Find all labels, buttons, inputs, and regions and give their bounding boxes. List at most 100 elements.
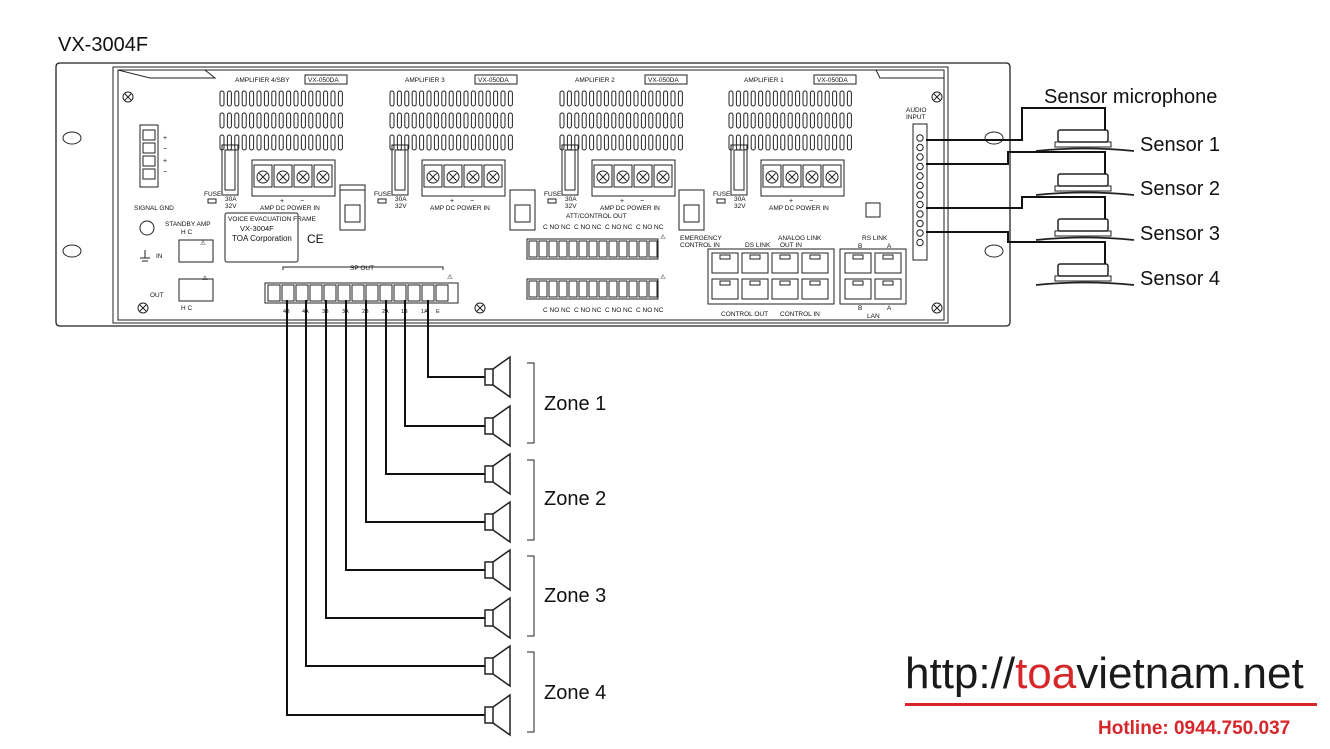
sp-terminal-label: E <box>436 309 440 315</box>
screw-icon <box>276 170 290 184</box>
screw-icon <box>486 170 500 184</box>
website-underline <box>905 703 1317 706</box>
sp-out-label: SP OUT <box>350 265 374 272</box>
rj45-port[interactable] <box>801 252 829 274</box>
amp-power-label: AMP DC POWER IN <box>260 205 320 212</box>
svg-text:32V: 32V <box>565 203 577 210</box>
screw-icon <box>805 170 819 184</box>
rj45-port[interactable] <box>874 252 902 274</box>
rj45-port[interactable] <box>711 252 739 274</box>
zone-1: Zone 1 <box>527 362 606 444</box>
svg-text:CONTROL IN: CONTROL IN <box>680 242 720 249</box>
left-section: + − + − SIGNAL GND STANDBY AMP H C IN ⚠ … <box>134 124 324 312</box>
control-out-label: CONTROL OUT <box>721 311 768 318</box>
amp-power-terminal[interactable] <box>760 159 845 197</box>
standby-in-label: IN <box>156 253 163 260</box>
screw-icon <box>636 170 650 184</box>
rj45-port[interactable] <box>844 278 872 300</box>
svg-text:−: − <box>809 198 813 205</box>
svg-text:C NO NC: C NO NC <box>574 307 602 314</box>
amp-power-terminal[interactable] <box>591 159 676 197</box>
standby-in-terminal[interactable] <box>178 239 214 263</box>
rj45-port[interactable] <box>801 278 829 300</box>
svg-text:C NO NC: C NO NC <box>574 224 602 231</box>
screw-icon <box>296 170 310 184</box>
ground-clip-icon <box>865 202 881 218</box>
zone-label: Zone 4 <box>544 682 606 704</box>
svg-text:VOICE EVACUATION FRAME: VOICE EVACUATION FRAME <box>228 216 317 223</box>
svg-text:−: − <box>163 169 167 176</box>
warning-icon: ⚠ <box>660 273 666 281</box>
emergency-control-label: EMERGENCY <box>680 235 723 242</box>
speaker-wire <box>365 300 485 523</box>
amplifier-model: VX-050DA <box>648 77 679 84</box>
speaker-icon <box>484 693 511 737</box>
screw-icon <box>931 302 943 314</box>
sensor-3: Sensor 3 <box>926 196 1220 245</box>
signal-gnd-label: SIGNAL GND <box>134 205 174 212</box>
warning-icon: ⚠ <box>660 233 666 241</box>
lan-label: LAN <box>867 313 880 320</box>
speaker-icon <box>484 596 511 640</box>
diagram-title: VX-3004F <box>58 34 148 56</box>
sensor-wire <box>926 151 1106 174</box>
att-control-terminal-upper[interactable] <box>526 238 659 260</box>
sensor-wire <box>926 196 1106 219</box>
rack-hole-icon <box>984 131 1004 145</box>
warning-icon: ⚠ <box>447 273 453 281</box>
rj45-port[interactable] <box>741 278 769 300</box>
screw-icon <box>446 170 460 184</box>
svg-text:C NO NC: C NO NC <box>636 224 664 231</box>
rj45-port[interactable] <box>771 278 799 300</box>
website-url[interactable]: http://toavietnam.net <box>905 649 1304 698</box>
amp-power-label: AMP DC POWER IN <box>430 205 490 212</box>
svg-text:B: B <box>858 243 862 250</box>
screw-icon <box>474 302 486 314</box>
speaker-icon <box>484 548 511 592</box>
svg-text:30A: 30A <box>225 196 237 203</box>
zone-label: Zone 1 <box>544 393 606 415</box>
standby-amp-label: STANDBY AMP <box>165 221 211 228</box>
amplifier-model: VX-050DA <box>308 77 339 84</box>
sensor-4: Sensor 4 <box>926 231 1220 290</box>
amp-power-terminal[interactable] <box>251 159 336 197</box>
screw-icon <box>616 170 630 184</box>
svg-text:−: − <box>640 198 644 205</box>
rj45-port[interactable] <box>771 252 799 274</box>
att-control-out: ATT/CONTROL OUT C NO NC C NO NC C NO NC … <box>526 213 666 314</box>
speaker-wire <box>385 300 485 475</box>
screw-icon <box>931 91 943 103</box>
svg-text:+: + <box>620 198 624 205</box>
sp-terminal-label: 1A <box>421 309 428 315</box>
svg-text:H C: H C <box>181 305 193 312</box>
screw-icon <box>256 170 270 184</box>
speaker-icon <box>484 644 511 688</box>
rj45-port[interactable] <box>844 252 872 274</box>
svg-text:+: + <box>163 135 167 142</box>
fuse-label: FUSE <box>374 191 392 198</box>
amp-power-terminal[interactable] <box>421 159 506 197</box>
rack-hole-icon <box>62 131 82 145</box>
rj45-port[interactable] <box>741 252 769 274</box>
screw-icon <box>316 170 330 184</box>
screw-icon <box>765 170 779 184</box>
svg-text:+: + <box>280 198 284 205</box>
svg-text:TOA Corporation: TOA Corporation <box>232 234 292 243</box>
amplifier-label: AMPLIFIER 2 <box>575 77 615 84</box>
standby-out-terminal[interactable] <box>178 278 214 302</box>
sensor-1: Sensor 1 <box>926 107 1220 156</box>
att-control-terminal-lower[interactable] <box>526 278 659 300</box>
rj45-port[interactable] <box>711 278 739 300</box>
ds-link-label: DS LINK <box>745 242 771 249</box>
svg-text:OUT IN: OUT IN <box>780 242 802 249</box>
rj45-port[interactable] <box>874 278 902 300</box>
zone-4: Zone 4 <box>527 651 606 733</box>
screw-icon <box>426 170 440 184</box>
